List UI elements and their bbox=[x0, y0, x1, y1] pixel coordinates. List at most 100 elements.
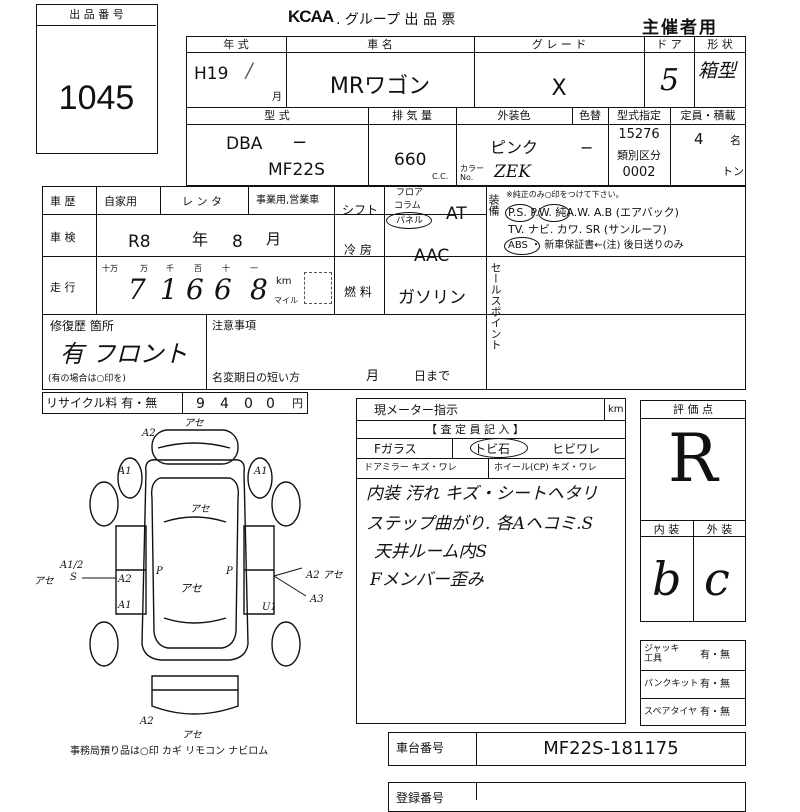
body-type-value: 箱型 bbox=[698, 60, 737, 82]
mileage-digit-3: 6 bbox=[214, 273, 232, 306]
abs-circle bbox=[504, 237, 540, 255]
svg-text:S: S bbox=[70, 572, 77, 583]
mileage-km: km bbox=[276, 276, 292, 287]
hibiware-label: ヒビワレ bbox=[552, 442, 601, 456]
spare-label: スペアタイヤ bbox=[644, 707, 698, 717]
deadline-label: 名変期日の短い方 bbox=[212, 371, 300, 384]
puncture-option: 有・無 bbox=[700, 679, 730, 690]
model-prefix: DBA bbox=[226, 134, 263, 154]
jack-option: 有・無 bbox=[700, 650, 730, 661]
inspection-label: 車 検 bbox=[50, 231, 76, 244]
organizer-label: 主催者用 bbox=[642, 18, 718, 38]
tools-box bbox=[640, 640, 746, 726]
caution-label: 注意事項 bbox=[212, 319, 256, 332]
history-label: 車 歴 bbox=[50, 195, 76, 208]
svg-text:アセ: アセ bbox=[180, 582, 203, 595]
svg-text:U1: U1 bbox=[262, 602, 277, 613]
equipment-line2: TV. ナビ. カワ. SR (サンルーフ) bbox=[508, 223, 667, 236]
svg-text:A1: A1 bbox=[117, 600, 132, 611]
svg-text:アセ: アセ bbox=[34, 576, 55, 587]
year-slash: / bbox=[246, 58, 253, 82]
shift-value: AT bbox=[446, 204, 467, 224]
color-code: ZEK bbox=[494, 162, 531, 182]
doors-label: ド ア bbox=[656, 38, 682, 51]
svg-text:A1: A1 bbox=[117, 466, 132, 477]
deadline-month: 月 bbox=[366, 369, 380, 384]
color-no-label: カラーNo. bbox=[460, 164, 484, 183]
lot-number-label: 出 品 番 号 bbox=[69, 8, 124, 21]
capacity-label: 定員・積載 bbox=[680, 109, 736, 122]
svg-text:P: P bbox=[225, 566, 233, 577]
aircon-value: AAC bbox=[414, 246, 450, 266]
inspection-value: R8 bbox=[128, 232, 151, 252]
puncture-label: パンクキット bbox=[644, 679, 699, 689]
capacity-value: 4 bbox=[694, 130, 704, 148]
displacement-value: 660 bbox=[394, 150, 427, 170]
deadline-day: 日まで bbox=[414, 369, 451, 383]
mileage-digit-2: 6 bbox=[186, 273, 204, 306]
fuel-label: 燃 料 bbox=[344, 285, 372, 299]
mirror-label: ドアミラー キズ・ワレ bbox=[364, 463, 457, 473]
year-label: 年 式 bbox=[223, 38, 249, 51]
model-dash: − bbox=[292, 132, 308, 153]
sales-point-label: セールスポイント bbox=[489, 262, 502, 350]
approval-label: 型式指定 bbox=[617, 109, 661, 122]
recycle-box bbox=[42, 392, 308, 414]
repair-note: (有の場合は○印を) bbox=[48, 374, 126, 384]
jack-label: ジャッキ工具 bbox=[644, 644, 680, 665]
equipment-label: 装備 bbox=[487, 194, 500, 216]
spare-option: 有・無 bbox=[700, 707, 730, 718]
svg-text:アセ: アセ bbox=[182, 730, 203, 738]
inspection-month: 8 bbox=[232, 232, 243, 252]
interior-grade: b bbox=[652, 552, 682, 606]
pw-circle bbox=[538, 204, 570, 222]
inspector-title: 【 査 定 員 記 入 】 bbox=[426, 423, 524, 436]
inspector-note-0: 内装 汚れ キズ・シートヘタリ bbox=[366, 484, 598, 504]
mileage-unit-2: 千 bbox=[166, 264, 174, 273]
svg-text:A2 アセ: A2 アセ bbox=[305, 570, 344, 581]
displacement-label: 排 気 量 bbox=[392, 109, 432, 122]
repair-label: 修復歴 箇所 bbox=[50, 319, 114, 333]
cc-unit: C.C. bbox=[432, 172, 449, 181]
history-block bbox=[42, 186, 746, 390]
car-name-label: 車 名 bbox=[367, 38, 393, 51]
svg-text:A3: A3 bbox=[309, 594, 324, 605]
mile-checkbox[interactable] bbox=[304, 272, 332, 304]
aircon-label: 冷 房 bbox=[344, 243, 372, 257]
equipment-note: ※純正のみ○印をつけて下さい。 bbox=[506, 190, 624, 199]
recycle-label: リサイクル料 有・無 bbox=[46, 396, 158, 410]
brand-logo: KCAA bbox=[288, 7, 334, 26]
mileage-mile: マイル bbox=[274, 296, 298, 305]
meter-label: 現メーター指示 bbox=[374, 403, 459, 417]
chassis-value: MF22S-181175 bbox=[543, 738, 679, 759]
color-value: ピンク bbox=[490, 138, 539, 157]
svg-text:A1: A1 bbox=[253, 466, 268, 477]
equipment-line3: ABS ・ 新車保証書←(注) 後日送りのみ bbox=[508, 240, 684, 251]
mileage-digit-0: 7 bbox=[128, 273, 146, 306]
inspector-note-1: ステップ曲がり. 各Aヘコミ.S bbox=[366, 514, 594, 534]
load-unit: トン bbox=[722, 165, 744, 178]
exterior-grade: c bbox=[704, 552, 730, 606]
form-title: . グループ 出 品 票 bbox=[336, 12, 456, 28]
history-rental: レ ン タ bbox=[182, 195, 222, 208]
recycle-digit-2: 0 bbox=[244, 396, 253, 412]
registration-label: 登録番号 bbox=[396, 791, 445, 805]
body-type-label: 形 状 bbox=[707, 38, 733, 51]
mileage-unit-5: 一 bbox=[250, 264, 258, 273]
capacity-unit: 名 bbox=[730, 134, 741, 147]
color-change-label: 色替 bbox=[579, 109, 601, 122]
svg-text:A2: A2 bbox=[141, 428, 156, 439]
recycle-digit-3: 0 bbox=[266, 396, 275, 412]
recycle-yen: 円 bbox=[292, 397, 303, 410]
month-unit: 月 bbox=[272, 92, 282, 103]
svg-text:アセ: アセ bbox=[190, 504, 211, 515]
fuel-value: ガソリン bbox=[398, 288, 466, 308]
tobi-circle bbox=[470, 438, 528, 458]
mileage-unit-1: 万 bbox=[140, 264, 148, 273]
svg-text:アセ: アセ bbox=[184, 418, 205, 429]
lot-number: 1045 bbox=[58, 79, 135, 117]
color-label: 外装色 bbox=[497, 109, 531, 122]
wheel-label: ホイール(CP) キズ・ワレ bbox=[494, 463, 597, 473]
year-value: H19 bbox=[194, 64, 229, 84]
recycle-digit-1: 4 bbox=[220, 396, 229, 412]
